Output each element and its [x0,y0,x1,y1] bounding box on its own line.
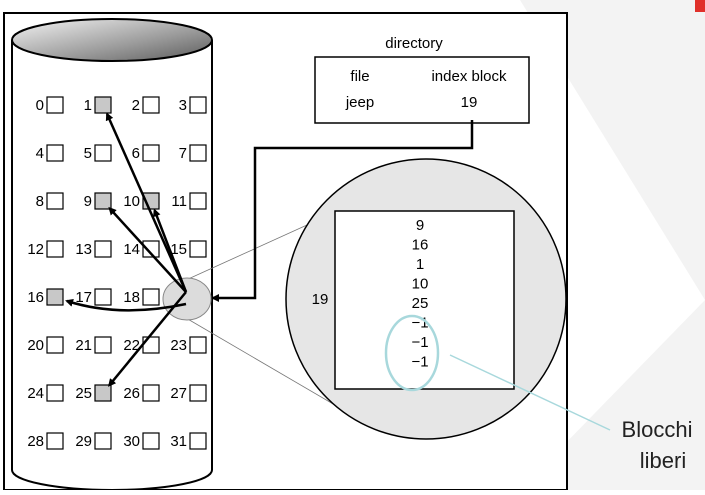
zoom-line-bottom [185,317,341,409]
block-27 [189,384,207,402]
block-14 [142,240,160,258]
free-entries-highlight [384,314,440,392]
directory-to-index-arrow [211,120,474,302]
block-number-8: 8 [36,193,44,210]
block-22 [142,336,160,354]
block-number-6: 6 [132,145,140,162]
callout-label-line2: liberi [640,448,686,473]
block-number-25: 25 [75,385,92,402]
block-number-28: 28 [27,433,44,450]
block-number-1: 1 [84,97,92,114]
block-8 [46,192,64,210]
block-28 [46,432,64,450]
arrow-to-block-16 [65,299,187,312]
block-number-29: 29 [75,433,92,450]
block-3 [189,96,207,114]
index-entry: 1 [416,256,424,273]
index-entry: 16 [412,237,429,254]
block-number-9: 9 [84,193,92,210]
callout-label-line1: Blocchi [622,417,693,442]
block-number-21: 21 [75,337,92,354]
block-number-23: 23 [170,337,187,354]
arrow-to-block-25 [108,291,187,387]
block-number-20: 20 [27,337,44,354]
directory: directory file index block jeep 19 [314,35,530,124]
block-5 [94,144,112,162]
block-21 [94,336,112,354]
block-number-14: 14 [123,241,140,258]
block-number-17: 17 [75,289,92,306]
accent-corner-mark [695,0,705,12]
block-number-24: 24 [27,385,44,402]
disk-blocks: 0123456789101112131415161718192021222324… [27,96,207,450]
block-number-0: 0 [36,97,44,114]
block-number-10: 10 [123,193,140,210]
block-number-13: 13 [75,241,92,258]
block-number-11: 11 [171,193,187,210]
block-13 [94,240,112,258]
index-block-label: 19 [312,291,329,308]
block-19-highlight [162,277,212,321]
block-26 [142,384,160,402]
directory-col-index: index block [431,68,507,85]
arrow-to-block-10 [153,208,188,293]
directory-table [314,56,530,124]
block-number-15: 15 [170,241,187,258]
block-number-18: 18 [123,289,140,306]
directory-row-index: 19 [461,94,478,111]
pointer-arrows [65,112,474,387]
block-number-30: 30 [123,433,140,450]
block-number-12: 12 [27,241,44,258]
block-23 [189,336,207,354]
block-18 [142,288,160,306]
block-0 [46,96,64,114]
block-12 [46,240,64,258]
block-number-26: 26 [123,385,140,402]
block-9 [94,192,112,210]
block-number-5: 5 [84,145,92,162]
block-11 [189,192,207,210]
block-15 [189,240,207,258]
block-17 [94,288,112,306]
block-24 [46,384,64,402]
block-number-16: 16 [27,289,44,306]
index-entry: 9 [416,217,424,234]
index-entry: −1 [411,334,428,351]
directory-title: directory [385,35,443,52]
block-20 [46,336,64,354]
index-block-box [334,210,515,390]
block-1 [94,96,112,114]
block-number-22: 22 [123,337,140,354]
directory-col-file: file [350,68,369,85]
block-16 [46,288,64,306]
block-31 [189,432,207,450]
block-number-27: 27 [170,385,187,402]
block-number-3: 3 [179,97,187,114]
index-entry: 25 [412,295,429,312]
disk-top [11,18,213,62]
block-number-4: 4 [36,145,44,162]
block-7 [189,144,207,162]
arrow-to-block-1 [105,112,188,293]
block-number-2: 2 [132,97,140,114]
block-4 [46,144,64,162]
arrow-to-block-9 [108,206,187,293]
block-6 [142,144,160,162]
block-29 [94,432,112,450]
block-2 [142,96,160,114]
directory-row-file: jeep [345,94,374,111]
block-number-31: 31 [170,433,187,450]
index-entry: −1 [411,354,428,371]
block-30 [142,432,160,450]
block-number-7: 7 [179,145,187,162]
callout-line [449,354,611,431]
index-entry: 10 [412,276,429,293]
block-25 [94,384,112,402]
